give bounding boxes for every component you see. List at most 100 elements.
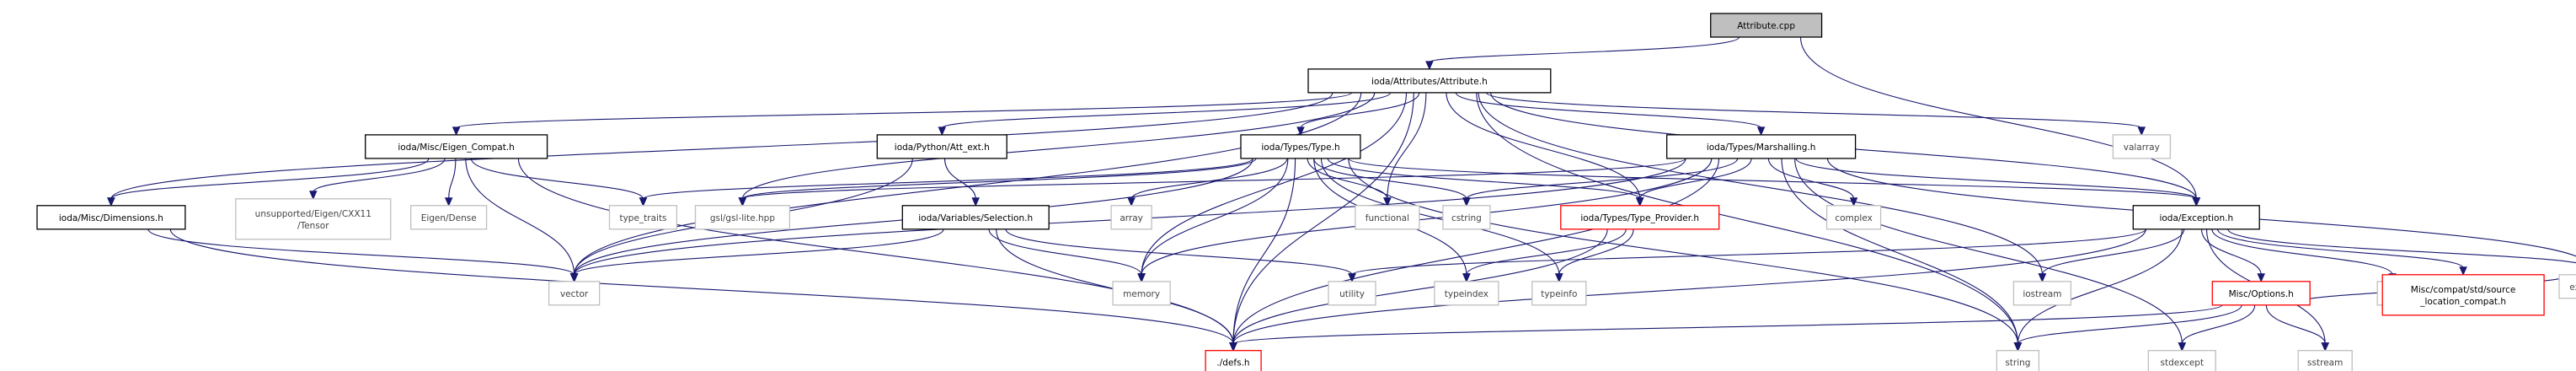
- node-label: string: [2005, 358, 2030, 368]
- edge-type_h-to-array: [1127, 158, 1288, 207]
- edge-misc_options-to-stdexcept: [2178, 304, 2256, 352]
- edge-attr_h-to-functional: [1383, 92, 1427, 207]
- edge-misc_options-to-defs: [1229, 304, 2223, 352]
- node-array: array: [1110, 205, 1152, 230]
- edge-marshalling-to-stdexcept: [1794, 158, 2187, 352]
- edge-selection-to-memory: [988, 229, 1146, 283]
- edge-exception_h-to-iostream: [2038, 229, 2185, 283]
- edge-type_h-to-defs: [1229, 158, 1296, 352]
- edge-attr_h-to-valarray: [1485, 92, 2146, 137]
- edge-eigen_compat-to-eigen_tensor: [309, 158, 446, 201]
- node-label: ioda/Attributes/Attribute.h: [1371, 77, 1488, 87]
- node-label: complex: [1835, 213, 1873, 223]
- edge-dimensions-to-defs: [169, 229, 1237, 352]
- edge-attr_cpp-to-attr_h: [1425, 36, 1740, 71]
- edge-exception_h-to-list: [2211, 229, 2397, 283]
- node-label: stdexcept: [2161, 358, 2205, 368]
- node-valarray: valarray: [2112, 134, 2172, 159]
- node-string: string: [1996, 350, 2040, 371]
- node-type-traits: type_traits: [608, 205, 678, 230]
- node-marshalling[interactable]: ioda/Types/Marshalling.h: [1666, 134, 1857, 159]
- node-sstream: sstream: [2297, 350, 2353, 371]
- node-label: functional: [1365, 213, 1409, 223]
- node-typeinfo: typeinfo: [1531, 281, 1587, 306]
- node-label: ioda/Types/Marshalling.h: [1707, 142, 1816, 153]
- edge-marshalling-to-complex: [1767, 158, 1858, 207]
- node-memory: memory: [1112, 281, 1171, 306]
- node-vector: vector: [548, 281, 601, 306]
- edge-exception_h-to-misc_options: [2200, 229, 2265, 283]
- edge-attr_h-to-type_h: [1296, 92, 1420, 137]
- node-stdexcept: stdexcept: [2147, 350, 2216, 371]
- edge-attr_h-to-att_ext: [938, 92, 1392, 137]
- edge-exception_h-to-source_location: [2217, 229, 2467, 277]
- node-label: exception: [2569, 282, 2576, 293]
- node-label: ioda/Types/Type.h: [1261, 142, 1339, 153]
- edge-selection-to-vector: [569, 229, 944, 283]
- node-label: utility: [1339, 289, 1365, 299]
- edge-attr_h-to-iostream: [1478, 92, 2047, 283]
- edge-marshalling-to-type_provider: [1635, 158, 1752, 207]
- node-label: ioda/Misc/Dimensions.h: [59, 213, 163, 223]
- node-label: type_traits: [619, 213, 666, 223]
- node-iostream: iostream: [2012, 281, 2072, 306]
- edge-misc_options-to-string: [2013, 304, 2242, 352]
- edge-eigen_compat-to-dimensions: [107, 158, 430, 207]
- edge-type_h-to-exception_h: [1348, 158, 2201, 207]
- node-exception: exception: [2558, 274, 2576, 299]
- node-label: ioda/Variables/Selection.h: [918, 213, 1033, 223]
- edge-marshalling-to-cstring: [1462, 158, 1739, 207]
- node-label: ioda/Exception.h: [2159, 213, 2233, 223]
- node-defs[interactable]: ./defs.h: [1205, 350, 1262, 371]
- node-att-ext[interactable]: ioda/Python/Att_ext.h: [876, 134, 1007, 159]
- node-type-h[interactable]: ioda/Types/Type.h: [1240, 134, 1361, 159]
- node-label: vector: [560, 289, 589, 299]
- node-eigen-dense: Eigen/Dense: [410, 205, 488, 230]
- node-type-provider[interactable]: ioda/Types/Type_Provider.h: [1560, 205, 1720, 230]
- node-misc-options[interactable]: Misc/Options.h: [2211, 281, 2311, 306]
- node-label: ./defs.h: [1216, 358, 1249, 368]
- node-label: Eigen/Dense: [421, 213, 477, 223]
- node-label: Misc/compat/std/source: [2411, 285, 2516, 295]
- node-selection[interactable]: ioda/Variables/Selection.h: [901, 205, 1050, 230]
- node-cstring: cstring: [1442, 205, 1491, 230]
- node-source-location[interactable]: Misc/compat/std/source _location_compat.h: [2381, 274, 2545, 316]
- node-label: _location_compat.h: [2419, 297, 2506, 307]
- node-label: ioda/Misc/Eigen_Compat.h: [398, 142, 515, 153]
- edge-exception_h-to-exception: [2227, 229, 2576, 264]
- node-dimensions[interactable]: ioda/Misc/Dimensions.h: [36, 205, 186, 230]
- node-gsl: gsl/gsl-lite.hpp: [694, 205, 791, 230]
- node-attr-h[interactable]: ioda/Attributes/Attribute.h: [1307, 68, 1552, 94]
- node-layer: Attribute.cpp ioda/Attributes/Attribute.h…: [36, 13, 2576, 371]
- edge-type_h-to-type_traits: [639, 158, 1253, 207]
- node-attr-cpp[interactable]: Attribute.cpp: [1710, 13, 1823, 38]
- edge-attr_cpp-to-exception_h: [1799, 36, 2201, 207]
- node-label: cstring: [1451, 213, 1482, 223]
- node-label: valarray: [2124, 142, 2160, 153]
- node-label: /Tensor: [297, 221, 329, 231]
- edge-type_h-to-memory: [1137, 158, 1289, 283]
- node-label: typeindex: [1445, 289, 1488, 299]
- edge-marshalling-to-defs: [1229, 158, 1720, 352]
- edge-attr_h-to-type_provider: [1446, 92, 1644, 207]
- node-functional: functional: [1355, 205, 1420, 230]
- node-label: sstream: [2307, 358, 2343, 368]
- edge-attr_h-to-dimensions: [107, 92, 1333, 207]
- edge-type_provider-to-typeinfo: [1555, 229, 1634, 283]
- node-exception-h[interactable]: ioda/Exception.h: [2132, 205, 2260, 230]
- node-complex: complex: [1825, 205, 1882, 230]
- node-eigen-compat[interactable]: ioda/Misc/Eigen_Compat.h: [365, 134, 548, 159]
- node-label: gsl/gsl-lite.hpp: [710, 213, 776, 223]
- node-label: iostream: [2023, 289, 2061, 299]
- edge-marshalling-to-gsl: [738, 158, 1686, 207]
- node-eigen-tensor: unsupported/Eigen/CXX11/Tensor: [235, 198, 392, 240]
- node-label: Attribute.cpp: [1737, 21, 1795, 31]
- node-label: Misc/Options.h: [2229, 289, 2294, 299]
- edge-eigen_compat-to-type_traits: [470, 158, 648, 207]
- edge-attr_h-to-marshalling: [1455, 92, 1766, 137]
- node-label: typeinfo: [1541, 289, 1577, 299]
- edge-eigen_compat-to-eigen_dense: [444, 158, 457, 207]
- node-label: memory: [1123, 289, 1160, 299]
- node-label: unsupported/Eigen/CXX11: [255, 209, 371, 219]
- node-utility: utility: [1328, 281, 1376, 306]
